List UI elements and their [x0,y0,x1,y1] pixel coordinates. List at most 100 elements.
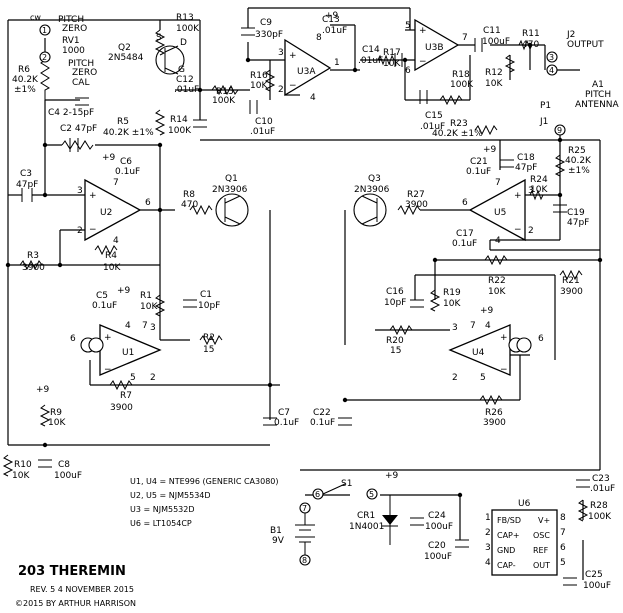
svg-text:RV1: RV1 [62,36,80,46]
svg-text:.01uF: .01uF [590,484,615,494]
svg-text:+: + [419,26,427,36]
svg-text:B1: B1 [270,526,282,536]
svg-text:+9: +9 [36,385,50,395]
svg-text:10pF: 10pF [384,298,406,308]
svg-text:0.1uF: 0.1uF [92,301,117,311]
svg-text:FB/SD: FB/SD [497,516,521,525]
svg-text:10K: 10K [103,263,121,273]
ic-u6: U6 FB/SD V+ CAP+ OSC GND REF CAP- OUT 1 … [485,499,566,576]
svg-text:R6: R6 [18,65,30,75]
u1-label: U1 [122,348,134,358]
svg-text:7: 7 [560,528,566,538]
labels: cw PITCH ZERO RV1 1000 R6 40.2K ±1% PITC… [12,11,620,591]
svg-text:R16: R16 [250,71,268,81]
svg-text:7: 7 [495,178,501,188]
copyright: ©2015 BY ARTHUR HARRISON [15,599,136,608]
opamp-u3a: U3A 3 2 1 8 4 + − [278,33,340,103]
svg-text:D: D [180,38,187,48]
svg-text:10K: 10K [250,81,268,91]
svg-text:3900: 3900 [483,418,506,428]
svg-text:9: 9 [557,126,562,135]
svg-text:100uF: 100uF [424,552,452,562]
svg-text:C9: C9 [260,18,272,28]
svg-text:R20: R20 [386,336,404,346]
svg-text:J2: J2 [566,30,575,40]
svg-text:+: + [289,51,297,61]
svg-text:2: 2 [77,226,83,236]
svg-text:3: 3 [485,543,491,553]
svg-text:−: − [89,225,97,235]
svg-text:+9: +9 [483,145,497,155]
svg-text:±1%: ±1% [568,166,590,176]
svg-text:Q3: Q3 [368,174,381,184]
svg-text:C12: C12 [176,75,194,85]
svg-text:7: 7 [302,504,307,513]
svg-text:.01uF: .01uF [420,122,445,132]
svg-text:5: 5 [130,373,136,383]
svg-text:R1: R1 [140,291,152,301]
note-line: U3 = NJM5532D [130,505,195,514]
svg-text:6: 6 [560,543,566,553]
svg-text:ZERO: ZERO [62,24,87,34]
svg-text:0.1uF: 0.1uF [115,167,140,177]
svg-text:2: 2 [42,53,47,62]
svg-text:−: − [419,57,427,67]
svg-text:.01uF: .01uF [250,127,275,137]
svg-text:+: + [514,191,522,201]
svg-text:4: 4 [485,321,491,331]
svg-text:10K: 10K [383,59,401,69]
svg-text:C20: C20 [428,541,446,551]
svg-text:2N5484: 2N5484 [108,53,144,63]
svg-text:4: 4 [549,66,554,75]
svg-text:CAP+: CAP+ [497,531,520,540]
transistor-q3: Q3 2N3906 [353,174,390,227]
svg-text:10K: 10K [443,299,461,309]
jfet-q2: Q2 2N5484 S D G [108,33,187,75]
svg-text:±1%: ±1% [14,85,36,95]
svg-text:330pF: 330pF [255,30,283,40]
svg-text:3900: 3900 [560,287,583,297]
opamp-u1: U1 6 3 2 5 4 7 + − [70,321,162,383]
svg-text:100K: 100K [212,96,236,106]
svg-text:ZERO: ZERO [72,68,97,78]
svg-text:1: 1 [334,58,340,68]
note-line: U2, U5 = NJM5534D [130,491,211,500]
svg-text:cw: cw [30,13,41,22]
svg-text:47pF: 47pF [515,163,537,173]
svg-text:C7: C7 [278,408,290,418]
power-symbols [295,483,398,555]
u5-label: U5 [494,208,506,218]
svg-text:0.1uF: 0.1uF [310,418,335,428]
note-line: U1, U4 = NTE996 (GENERIC CA3080) [130,477,279,486]
svg-text:R10: R10 [14,460,32,470]
svg-text:6: 6 [145,198,151,208]
svg-text:PITCH: PITCH [585,90,611,100]
svg-text:10K: 10K [485,79,503,89]
svg-text:−: − [104,365,112,375]
svg-text:6: 6 [538,334,544,344]
svg-text:5: 5 [405,21,411,31]
svg-text:3900: 3900 [110,403,133,413]
svg-text:CAL: CAL [72,78,89,88]
svg-text:6: 6 [462,198,468,208]
svg-text:C18: C18 [517,153,535,163]
svg-text:R23: R23 [450,119,468,129]
svg-text:REF: REF [533,546,549,555]
svg-text:C25: C25 [585,570,603,580]
svg-text:7: 7 [142,321,148,331]
svg-text:C10: C10 [255,117,273,127]
svg-text:100uF: 100uF [425,522,453,532]
schematic-title: 203 THEREMIN [18,564,126,579]
svg-text:R14: R14 [170,115,188,125]
svg-text:C19: C19 [567,208,585,218]
svg-text:100K: 100K [168,126,192,136]
svg-text:+9: +9 [117,286,131,296]
title-block: 203 THEREMIN REV. 5 4 NOVEMBER 2015 ©201… [15,564,136,608]
svg-text:3: 3 [77,186,83,196]
svg-text:R3: R3 [27,251,39,261]
svg-text:47pF: 47pF [567,218,589,228]
svg-text:R22: R22 [488,276,506,286]
svg-text:0.1uF: 0.1uF [274,418,299,428]
svg-text:PITCH: PITCH [68,59,94,69]
svg-text:S1: S1 [341,479,352,489]
